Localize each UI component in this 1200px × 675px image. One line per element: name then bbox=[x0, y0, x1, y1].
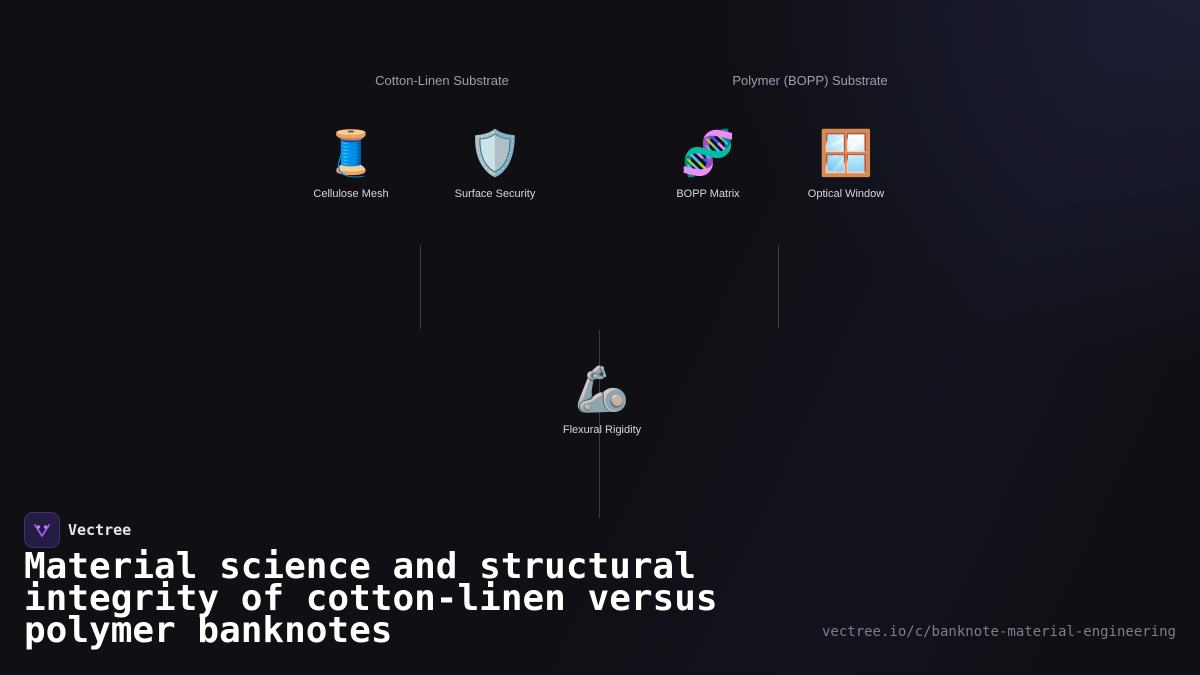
connector-line-left bbox=[420, 245, 421, 329]
node-surface-security: 🛡️ Surface Security bbox=[425, 128, 565, 200]
node-label: Surface Security bbox=[454, 188, 536, 200]
window-icon: 🪟 bbox=[818, 129, 874, 178]
vectree-logo-icon bbox=[24, 512, 60, 548]
node-label: Flexural Rigidity bbox=[562, 424, 642, 436]
node-cellulose-mesh: 🧵 Cellulose Mesh bbox=[281, 128, 421, 200]
node-label: BOPP Matrix bbox=[676, 188, 740, 200]
node-flexural-rigidity: 🦾 Flexural Rigidity bbox=[532, 364, 672, 436]
mechanical-arm-icon: 🦾 bbox=[574, 365, 630, 414]
node-label: Cellulose Mesh bbox=[313, 188, 389, 200]
shield-icon: 🛡️ bbox=[467, 129, 523, 178]
dna-icon: 🧬 bbox=[680, 129, 736, 178]
source-url[interactable]: vectree.io/c/banknote-material-engineeri… bbox=[821, 624, 1176, 640]
connector-line-right bbox=[778, 245, 779, 329]
page-title: Material science and structural integrit… bbox=[24, 546, 718, 651]
node-label: Optical Window bbox=[807, 188, 885, 200]
group-label-cotton-linen: Cotton-Linen Substrate bbox=[375, 73, 509, 88]
brand: Vectree bbox=[24, 512, 131, 548]
node-bopp-matrix: 🧬 BOPP Matrix bbox=[638, 128, 778, 200]
node-optical-window: 🪟 Optical Window bbox=[776, 128, 916, 200]
group-label-polymer: Polymer (BOPP) Substrate bbox=[732, 73, 888, 88]
connector-line-center bbox=[599, 330, 600, 518]
brand-name: Vectree bbox=[68, 521, 132, 539]
thread-spool-icon: 🧵 bbox=[323, 129, 379, 178]
